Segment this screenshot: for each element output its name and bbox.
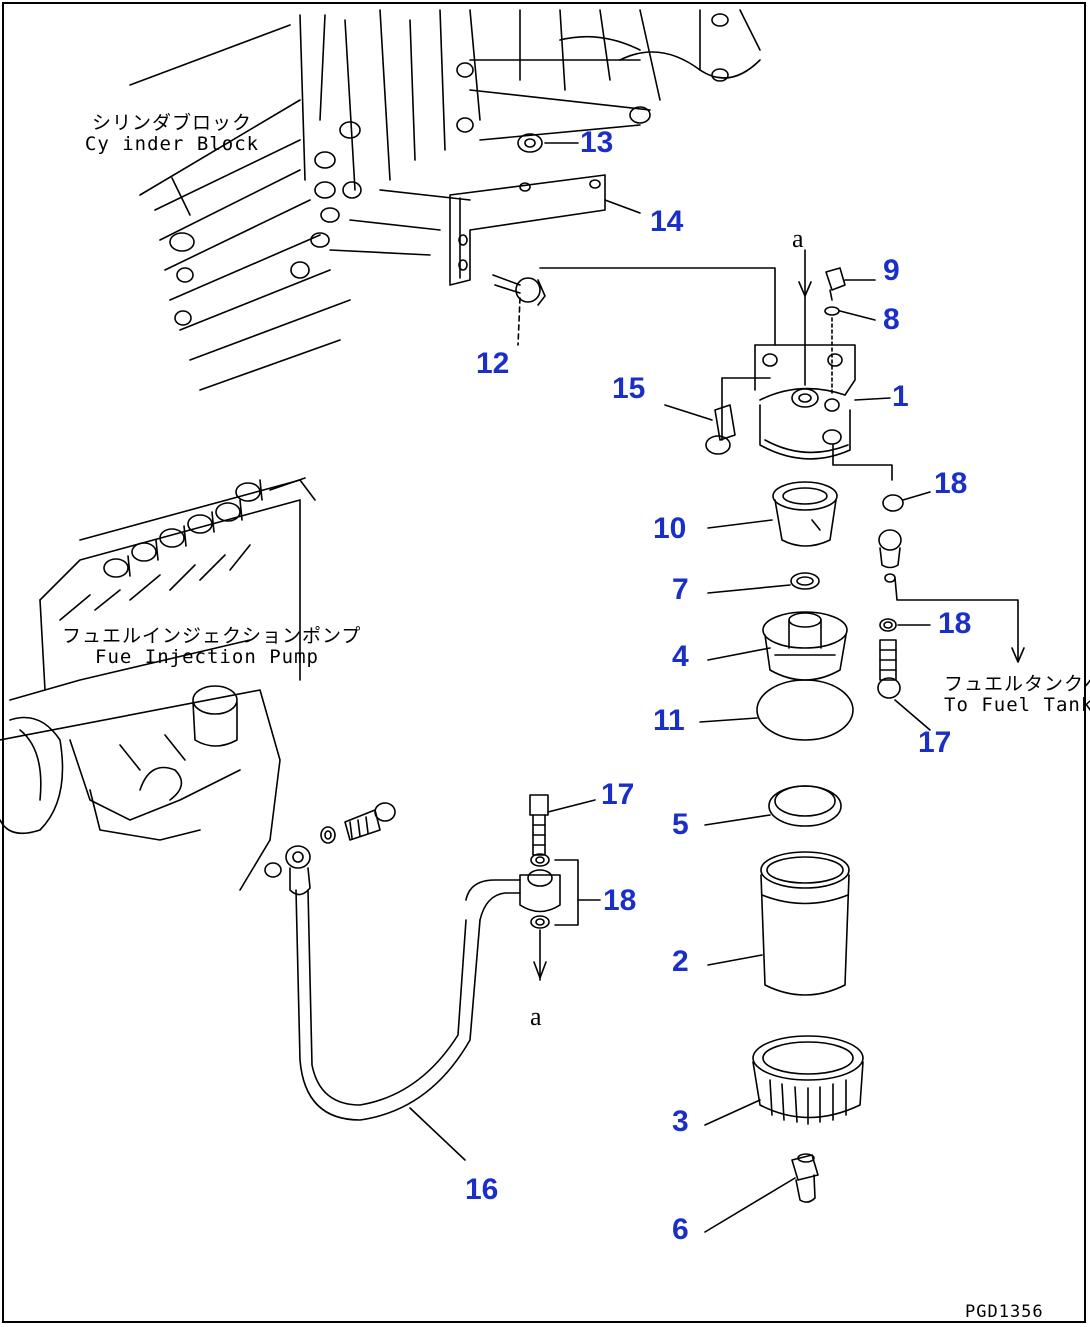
oring-7-drawing (708, 573, 819, 593)
cartridge-2-drawing (708, 852, 849, 995)
callout-9[interactable]: 9 (883, 254, 900, 287)
fuel-tank-label-jp: フュエルタンクへ (944, 673, 1090, 695)
marker-a-top: a (792, 224, 804, 253)
callout-8[interactable]: 8 (883, 303, 900, 336)
bracket-drawing (450, 134, 640, 285)
callout-7[interactable]: 7 (672, 573, 689, 606)
bowl-3-drawing (705, 1036, 863, 1125)
fuel-pump-label-en: Fue Injection Pump (95, 645, 319, 668)
cylinder-block-drawing (130, 10, 760, 390)
callout-13[interactable]: 13 (580, 126, 614, 159)
bolt-15-drawing (665, 378, 770, 454)
fuel-pump-label-jp: フュエルインジェクションポンプ (62, 625, 362, 647)
element-10-drawing (708, 482, 837, 546)
hose-16-drawing (296, 880, 520, 1160)
callout-3[interactable]: 3 (672, 1105, 689, 1138)
banjo-bolt-drawing (265, 803, 395, 895)
cylinder-block-label-en: Cy inder Block (84, 132, 260, 155)
callout-11[interactable]: 11 (653, 704, 685, 737)
callout-17-right[interactable]: 17 (918, 726, 952, 759)
callout-14[interactable]: 14 (650, 205, 684, 238)
callout-1[interactable]: 1 (892, 380, 909, 413)
lower-connector-drawing (520, 795, 600, 980)
bolt-12-drawing (493, 268, 775, 345)
callout-17-lower[interactable]: 17 (601, 778, 635, 811)
callout-4[interactable]: 4 (672, 640, 689, 673)
callout-10[interactable]: 10 (653, 512, 687, 545)
callout-18-top[interactable]: 18 (934, 467, 968, 500)
cylinder-block-label-jp: シリンダブロック (91, 112, 252, 134)
screw-9-drawing (825, 268, 875, 395)
cylinder-block-label: シリンダブロック Cy inder Block (82, 113, 262, 155)
filter-head-drawing (755, 250, 892, 480)
callout-2[interactable]: 2 (672, 945, 689, 978)
fuel-tank-label: フュエルタンクへ To Fuel Tank (944, 674, 1090, 716)
callout-6[interactable]: 6 (672, 1213, 689, 1246)
marker-a-bottom: a (530, 1002, 542, 1031)
fuel-injection-pump-drawing (0, 478, 315, 890)
callout-18-lower[interactable]: 18 (603, 884, 637, 917)
right-fittings-drawing (878, 492, 1024, 730)
element-4-drawing (708, 612, 847, 680)
callout-16[interactable]: 16 (465, 1173, 499, 1206)
fuel-pump-label: フュエルインジェクションポンプ Fue Injection Pump (62, 625, 362, 668)
seal-11-drawing (700, 680, 853, 740)
drawing-code: PGD1356 (965, 1302, 1044, 1322)
oring-5-drawing (705, 786, 841, 826)
callout-15[interactable]: 15 (612, 372, 646, 405)
callout-18-middle[interactable]: 18 (938, 607, 972, 640)
callout-12[interactable]: 12 (476, 347, 510, 380)
plug-6-drawing (705, 1154, 818, 1232)
callout-5[interactable]: 5 (672, 808, 689, 841)
fuel-tank-label-en: To Fuel Tank (944, 693, 1090, 716)
